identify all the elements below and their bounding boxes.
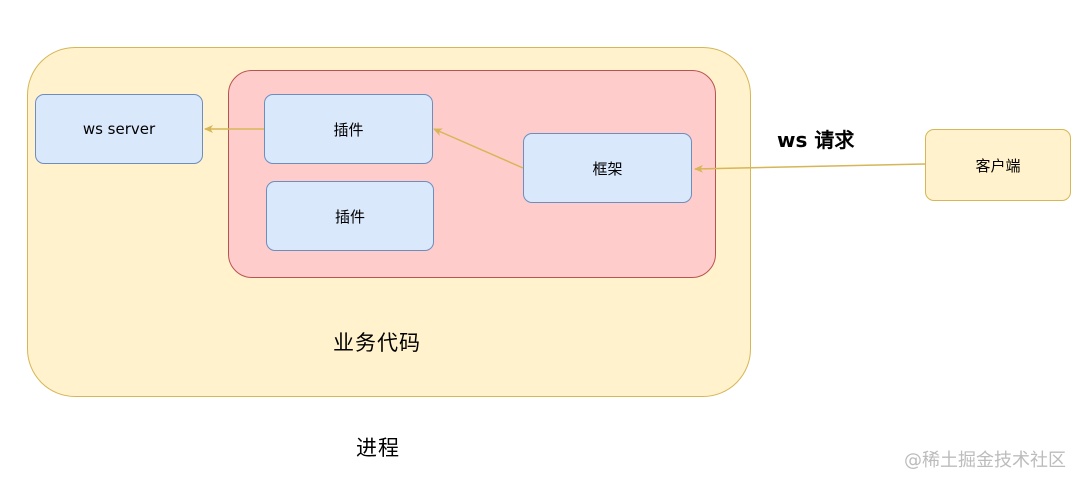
- ws-request-edge-label: ws 请求: [777, 128, 855, 152]
- watermark: @稀土掘金技术社区: [904, 450, 1066, 471]
- ws-server-node[interactable]: ws server: [35, 94, 203, 164]
- plugin-node-1[interactable]: 插件: [264, 94, 433, 164]
- framework-label: 框架: [592, 159, 623, 178]
- plugin-node-2[interactable]: 插件: [266, 181, 434, 251]
- client-node[interactable]: 客户端: [925, 129, 1071, 201]
- framework-node[interactable]: 框架: [523, 133, 692, 203]
- client-label: 客户端: [975, 156, 1021, 175]
- business-code-label: 业务代码: [333, 331, 421, 355]
- plugin-2-label: 插件: [334, 207, 365, 226]
- process-label: 进程: [356, 436, 400, 460]
- plugin-1-label: 插件: [333, 120, 364, 139]
- ws-server-label: ws server: [82, 120, 156, 138]
